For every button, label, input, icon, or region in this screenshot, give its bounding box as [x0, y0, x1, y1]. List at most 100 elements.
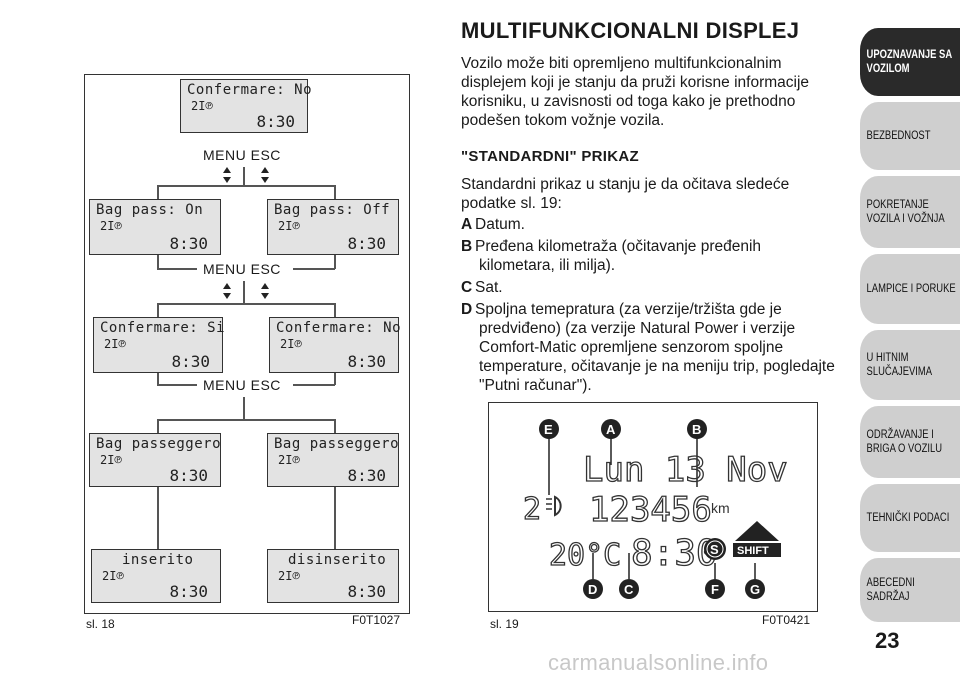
display-gear: 2 [523, 492, 541, 527]
svg-text:C: C [624, 582, 634, 597]
arrow-up-icon [223, 167, 231, 173]
figure-18: Confermare: No 2І℗ 8:30 MENU ESC Bag pas… [84, 74, 410, 614]
page-title: MULTIFUNKCIONALNI DISPLEJ [461, 18, 800, 43]
svg-text:G: G [750, 582, 760, 597]
lcd-screen-confirm-no: Confermare: No 2І℗ 8:30 [269, 317, 402, 373]
lcd-time: 8:30 [347, 234, 386, 253]
callout-b: B [687, 419, 707, 439]
display-odometer: 123456 [589, 490, 712, 530]
lcd-gear: 2І℗ [278, 453, 300, 467]
sidebar-tab-upoznavanje[interactable]: UPOZNAVANJE SA VOZILOM [860, 28, 960, 96]
shift-indicator-icon: SHIFT [733, 521, 781, 557]
callout-f: F [705, 579, 725, 599]
sidebar-tab-tehnicki[interactable]: TEHNIČKI PODACI [860, 484, 960, 552]
svg-text:E: E [544, 422, 553, 437]
lcd-screen-disinserito: disinserito 2І℗ 8:30 [267, 549, 399, 603]
sidebar-tab-label: U HITNIM SLUČAJEVIMA [866, 352, 933, 378]
svg-text:F: F [711, 582, 719, 597]
figure-18-code: F0T1027 [352, 613, 401, 627]
item-text: Spoljna temepratura (za verzije/tržišta … [475, 301, 835, 394]
figure-19: Lun 13 Nov 2 123456 km 20°C 8:30 S SHIFT… [488, 402, 818, 612]
svg-text:B: B [692, 422, 701, 437]
lcd-gear: 2І℗ [280, 337, 302, 351]
arrow-down-icon [223, 177, 231, 183]
lcd-line1: Confermare: No [187, 82, 313, 98]
lcd-gear: 2І℗ [278, 569, 300, 583]
menu-esc-label: MENU ESC [203, 147, 281, 163]
arrow-down-icon [261, 293, 269, 299]
lcd-screen-bag-off: Bag pass: Off 2І℗ 8:30 [267, 199, 399, 255]
sidebar-tab-abecedni[interactable]: ABECEDNI SADRŽAJ [860, 558, 960, 622]
gear-indicator-icon [546, 495, 562, 517]
item-letter: C [461, 279, 473, 296]
arrow-up-icon [261, 283, 269, 289]
item-letter: A [461, 216, 473, 233]
figure-19-code: F0T0421 [762, 613, 811, 627]
arrow-up-icon [261, 167, 269, 173]
sidebar-tab-bezbednost[interactable]: BEZBEDNOST [860, 102, 960, 170]
svg-text:D: D [588, 582, 597, 597]
lcd-gear: 2І℗ [191, 99, 213, 113]
lcd-time: 8:30 [169, 234, 208, 253]
sidebar-tab-label: LAMPICE I PORUKE [866, 283, 956, 295]
sidebar-tab-label: TEHNIČKI PODACI [866, 512, 950, 524]
callout-c: C [619, 579, 639, 599]
lcd-screen-bag-passenger-right: Bag passeggero 2І℗ 8:30 [267, 433, 399, 487]
lcd-time: 8:30 [169, 582, 208, 601]
lcd-line1: inserito [122, 552, 194, 568]
lcd-line1: Bag pass: On [96, 202, 204, 218]
lcd-time: 8:30 [171, 352, 210, 371]
lcd-gear: 2І℗ [278, 219, 300, 233]
display-date: Lun 13 Nov [583, 450, 788, 490]
display-temp: 20°C [549, 538, 621, 573]
sidebar-tab-hitni[interactable]: U HITNIM SLUČAJEVIMA [860, 330, 960, 400]
callout-a: A [601, 419, 621, 439]
lcd-line1: Confermare: No [276, 320, 402, 336]
arrow-up-icon [223, 283, 231, 289]
sidebar-tab-label: ABECEDNI SADRŽAJ [866, 577, 915, 603]
item-text: Sat. [475, 279, 503, 296]
display-diagram: Lun 13 Nov 2 123456 km 20°C 8:30 S SHIFT… [522, 419, 788, 599]
svg-text:A: A [606, 422, 616, 437]
lcd-line1: disinserito [288, 552, 387, 568]
lcd-gear: 2І℗ [104, 337, 126, 351]
display-unit: km [711, 500, 730, 516]
sidebar-tab-lampice[interactable]: LAMPICE I PORUKE [860, 254, 960, 324]
callout-d: D [583, 579, 603, 599]
figure-18-label: sl. 18 [86, 617, 115, 631]
item-letter: D [461, 301, 473, 318]
arrow-down-icon [223, 293, 231, 299]
s-mode-letter: S [710, 542, 719, 557]
sidebar-tab-pokretanje[interactable]: POKRETANJE VOZILA I VOŽNJA [860, 176, 960, 248]
standard-intro: Standardni prikaz u stanju je da očitava… [461, 176, 790, 212]
lcd-line1: Confermare: Si [100, 320, 226, 336]
sidebar-tab-label: UPOZNAVANJE SA VOZILOM [866, 49, 952, 75]
callout-e: E [539, 419, 559, 439]
lcd-screen-confirm-si: Confermare: Si 2І℗ 8:30 [93, 317, 226, 373]
watermark: carmanualsonline.info [548, 650, 769, 675]
section-heading: "STANDARDNI" PRIKAZ [461, 148, 639, 165]
figure-19-label: sl. 19 [490, 617, 519, 631]
lcd-screen-top: Confermare: No 2І℗ 8:30 [180, 79, 312, 133]
lcd-time: 8:30 [256, 112, 295, 131]
lcd-time: 8:30 [347, 352, 386, 371]
sidebar-tab-label: ODRŽAVANJE I BRIGA O VOZILU [866, 429, 943, 455]
arrow-down-icon [261, 177, 269, 183]
lcd-screen-bag-passenger-left: Bag passeggero 2І℗ 8:30 [89, 433, 221, 487]
lcd-line1: Bag pass: Off [274, 202, 391, 218]
shift-label: SHIFT [737, 545, 769, 557]
display-time: 8:30 [631, 533, 718, 574]
lcd-gear: 2І℗ [100, 219, 122, 233]
item-letter: B [461, 238, 473, 255]
lcd-screen-bag-on: Bag pass: On 2І℗ 8:30 [89, 199, 221, 255]
lcd-gear: 2І℗ [102, 569, 124, 583]
s-mode-icon: S [704, 538, 726, 560]
lcd-time: 8:30 [347, 466, 386, 485]
lcd-line1: Bag passeggero [274, 436, 400, 452]
sidebar-tab-odrzavanje[interactable]: ODRŽAVANJE I BRIGA O VOZILU [860, 406, 960, 478]
lcd-line1: Bag passeggero [96, 436, 222, 452]
